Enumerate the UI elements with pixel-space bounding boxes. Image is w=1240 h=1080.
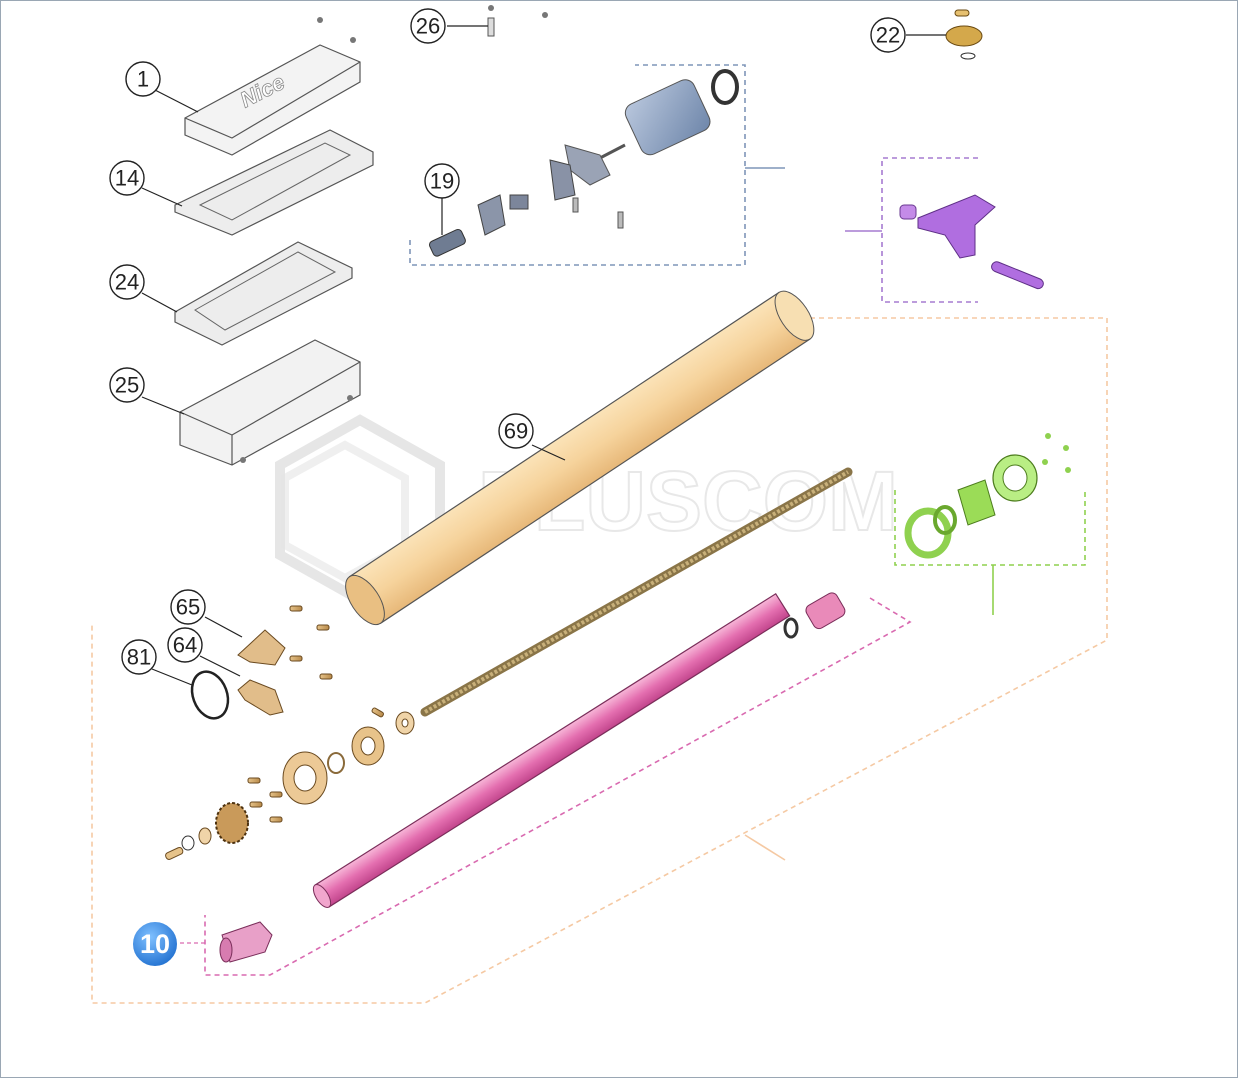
- part-pink-tube: [312, 592, 846, 908]
- svg-text:10: 10: [140, 929, 170, 959]
- callout-1[interactable]: 1: [125, 61, 161, 97]
- svg-text:26: 26: [416, 14, 440, 39]
- bracket-group-outline: [881, 157, 978, 303]
- svg-text:14: 14: [115, 166, 139, 191]
- part-small-screws: [247, 605, 384, 823]
- svg-text:69: 69: [504, 419, 528, 444]
- svg-text:22: 22: [876, 23, 900, 48]
- leader-lines: [141, 25, 946, 944]
- group-outlines: [91, 64, 1108, 1004]
- part-bracket: [899, 194, 1044, 290]
- part-motor-assembly: [429, 69, 739, 257]
- bearing-group-outline: [894, 490, 1086, 566]
- callout-65[interactable]: 65: [170, 589, 206, 625]
- motor-group-outline: [409, 64, 746, 266]
- part-gear-22: [945, 9, 983, 60]
- callout-14[interactable]: 14: [109, 160, 145, 196]
- callout-26[interactable]: 26: [410, 8, 446, 44]
- part-base-housing: [179, 339, 361, 466]
- part-screws-26: [487, 5, 548, 37]
- svg-text:81: 81: [127, 645, 151, 670]
- part-threaded-rod: [420, 467, 853, 717]
- svg-text:65: 65: [176, 595, 200, 620]
- callout-19[interactable]: 19: [424, 163, 460, 199]
- callout-22[interactable]: 22: [870, 17, 906, 53]
- part-oring-81: [190, 670, 230, 720]
- callout-24[interactable]: 24: [109, 264, 145, 300]
- worm-gear: [429, 228, 466, 257]
- part-lower-gears: [165, 711, 415, 860]
- part-gasket-24: [174, 241, 353, 346]
- part-gasket-14: [174, 129, 374, 236]
- callout-69[interactable]: 69: [498, 413, 534, 449]
- callout-64[interactable]: 64: [167, 627, 203, 663]
- tube-group-outline: [204, 597, 912, 976]
- svg-text:1: 1: [137, 67, 149, 92]
- callout-81[interactable]: 81: [121, 639, 157, 675]
- part-clamp-65: [237, 629, 286, 666]
- part-main-tube: [345, 290, 815, 626]
- part-bearing-assembly: [904, 433, 1071, 559]
- callout-25[interactable]: 25: [109, 367, 145, 403]
- svg-text:25: 25: [115, 373, 139, 398]
- part-end-plug-10: [219, 921, 273, 963]
- svg-text:19: 19: [430, 169, 454, 194]
- svg-text:24: 24: [115, 270, 139, 295]
- callout-10-highlight[interactable]: 10: [131, 920, 179, 968]
- svg-text:64: 64: [173, 633, 197, 658]
- part-clamp-64: [237, 679, 284, 716]
